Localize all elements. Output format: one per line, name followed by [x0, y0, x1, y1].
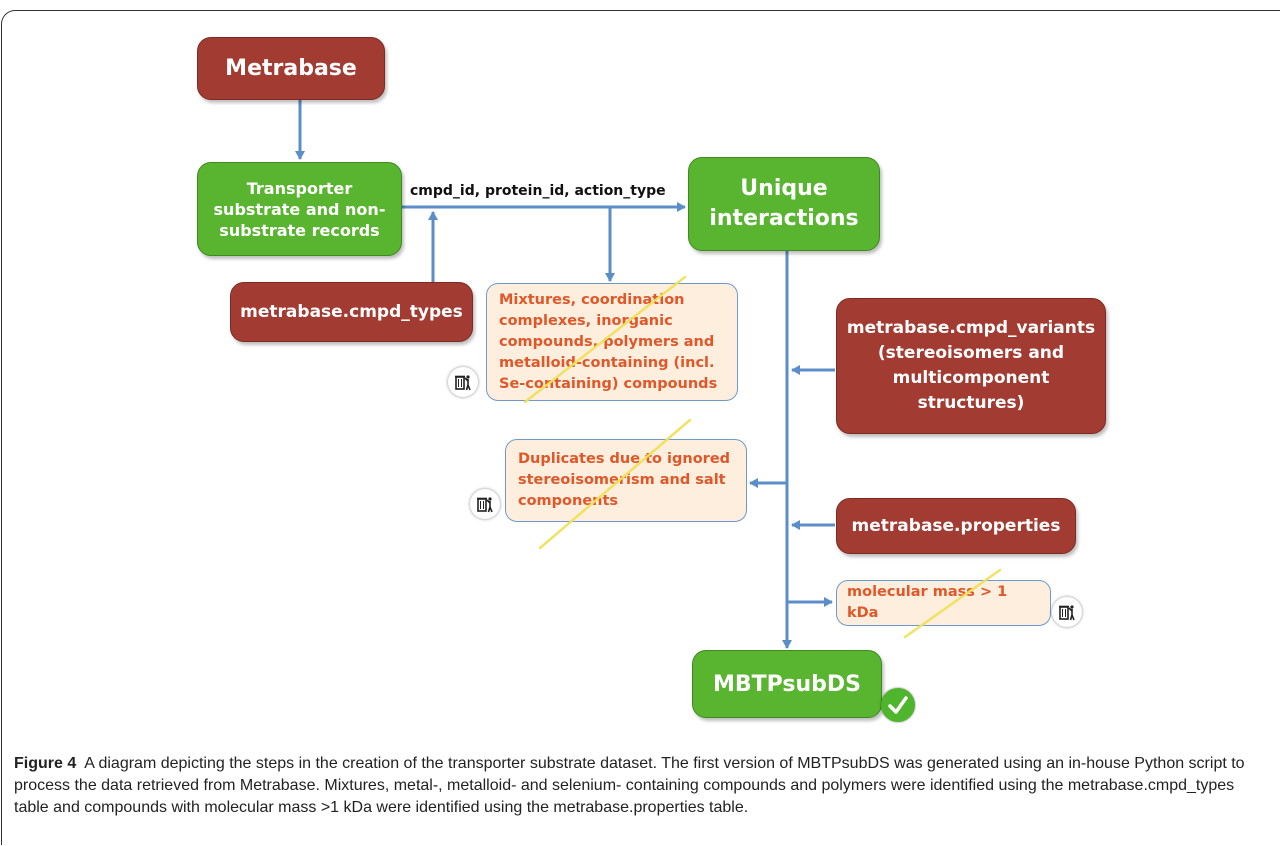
properties-node: metrabase.properties — [836, 498, 1076, 554]
metrabase-label: Metrabase — [225, 56, 357, 81]
mbtpsubds-label: MBTPsubDS — [712, 671, 862, 697]
edge-label: cmpd_id, protein_id, action_type — [410, 183, 666, 199]
properties-label: metrabase.properties — [851, 516, 1061, 536]
metrabase-node: Metrabase — [197, 37, 385, 100]
cmpd-types-label: metrabase.cmpd_types — [240, 302, 463, 322]
duplicates-filter-text: Duplicates due to ignored stereoisomeris… — [518, 451, 731, 509]
trash-bin-icon — [448, 367, 478, 397]
trash-bin-icon — [1052, 597, 1082, 627]
mbtpsubds-node: MBTPsubDS — [692, 650, 882, 718]
caption-text: A diagram depicting the steps in the cre… — [14, 755, 1245, 816]
cmpd-variants-node: metrabase.cmpd_variants (stereoisomers a… — [836, 298, 1106, 434]
cmpd-variants-label: metrabase.cmpd_variants (stereoisomers a… — [846, 318, 1096, 413]
check-mark-icon — [881, 688, 915, 722]
trash-bin-icon — [470, 489, 500, 519]
mixtures-filter-text: Mixtures, coordination complexes, inorga… — [499, 291, 718, 392]
mass-filter-text: molecular mass > 1 kDa — [847, 584, 1008, 621]
mixtures-filter-box: Mixtures, coordination complexes, inorga… — [486, 283, 738, 401]
records-node: Transporter substrate and non-substrate … — [197, 162, 402, 256]
unique-label: Unique interactions — [709, 176, 859, 231]
figure-frame — [1, 10, 1280, 845]
cmpd-types-node: metrabase.cmpd_types — [230, 282, 473, 342]
records-label: Transporter substrate and non-substrate … — [213, 178, 386, 240]
unique-interactions-node: Unique interactions — [688, 157, 880, 251]
duplicates-filter-box: Duplicates due to ignored stereoisomeris… — [505, 439, 747, 522]
caption-label: Figure 4 — [14, 755, 77, 772]
mass-filter-box: molecular mass > 1 kDa — [836, 580, 1051, 626]
